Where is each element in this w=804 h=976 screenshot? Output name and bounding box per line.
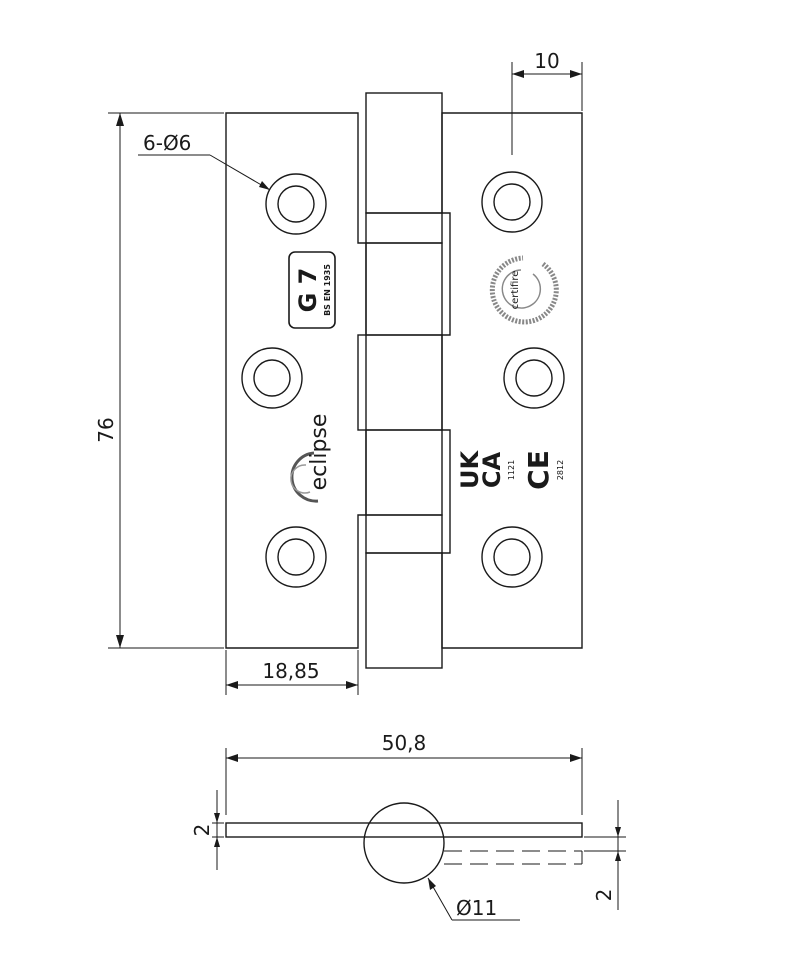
screw-hole (481, 526, 543, 588)
ukca-number: 1121 (507, 460, 516, 480)
screw-hole (241, 347, 303, 409)
knuckle-segment-4 (357, 334, 443, 431)
knuckle-diameter-callout: Ø11 (427, 877, 520, 921)
thickness-left-dimension: 2 (190, 790, 224, 870)
thickness-left-dim-text: 2 (190, 824, 214, 837)
thickness-right-dim-text: 2 (592, 889, 616, 902)
hinge-side-view: 50,8 2 2 (190, 731, 626, 921)
knuckle-segment-6 (365, 514, 443, 554)
leaf-width-dimension: 18,85 (225, 650, 359, 695)
knuckle-segment-7 (365, 552, 443, 669)
knuckle-segment-1 (365, 92, 443, 214)
standard-text: BS EN 1935 (323, 264, 332, 316)
certifire-logo: certifire (489, 255, 559, 325)
knuckle-segment-5 (365, 429, 443, 516)
hole-edge-dim-text: 10 (534, 49, 559, 73)
hinge-front-view: G 7 BS EN 1935 eclipse certifire UK CA 1… (225, 92, 583, 669)
knuckle-segment-2 (365, 212, 443, 244)
height-dimension: 76 (94, 112, 224, 649)
ce-mark: CE 2812 (522, 450, 565, 490)
left-leaf (225, 112, 367, 649)
ce-number: 2812 (556, 460, 565, 480)
holes-dim-text: 6-Ø6 (143, 131, 191, 155)
certifier-text: certifire (510, 271, 521, 310)
knuckle-segment-3 (365, 242, 443, 336)
height-dim-text: 76 (94, 417, 118, 442)
total-width-dim-text: 50,8 (382, 731, 427, 755)
hole-edge-dimension: 10 (511, 49, 583, 155)
ukca-mark: UK CA 1121 (456, 450, 516, 489)
side-plate (225, 822, 583, 838)
right-leaf (441, 112, 583, 649)
grade-stamp: G 7 BS EN 1935 (288, 251, 336, 329)
thickness-right-dimension: 2 (584, 800, 626, 910)
ce-text: CE (522, 450, 555, 490)
screw-hole (265, 173, 327, 235)
grade-text: G 7 (294, 268, 322, 313)
ukca-ca-text: CA (478, 451, 506, 488)
knuckle-diameter-dim-text: Ø11 (456, 896, 497, 920)
screw-hole (265, 526, 327, 588)
hole-callout: 6-Ø6 (138, 131, 271, 191)
eclipse-logo: eclipse (290, 414, 332, 503)
leaf-width-dim-text: 18,85 (262, 659, 319, 683)
brand-text: eclipse (307, 414, 332, 491)
knuckle-circle (363, 802, 445, 884)
ukca-uk-text: UK (456, 450, 484, 489)
screw-hole (503, 347, 565, 409)
screw-hole (481, 171, 543, 233)
